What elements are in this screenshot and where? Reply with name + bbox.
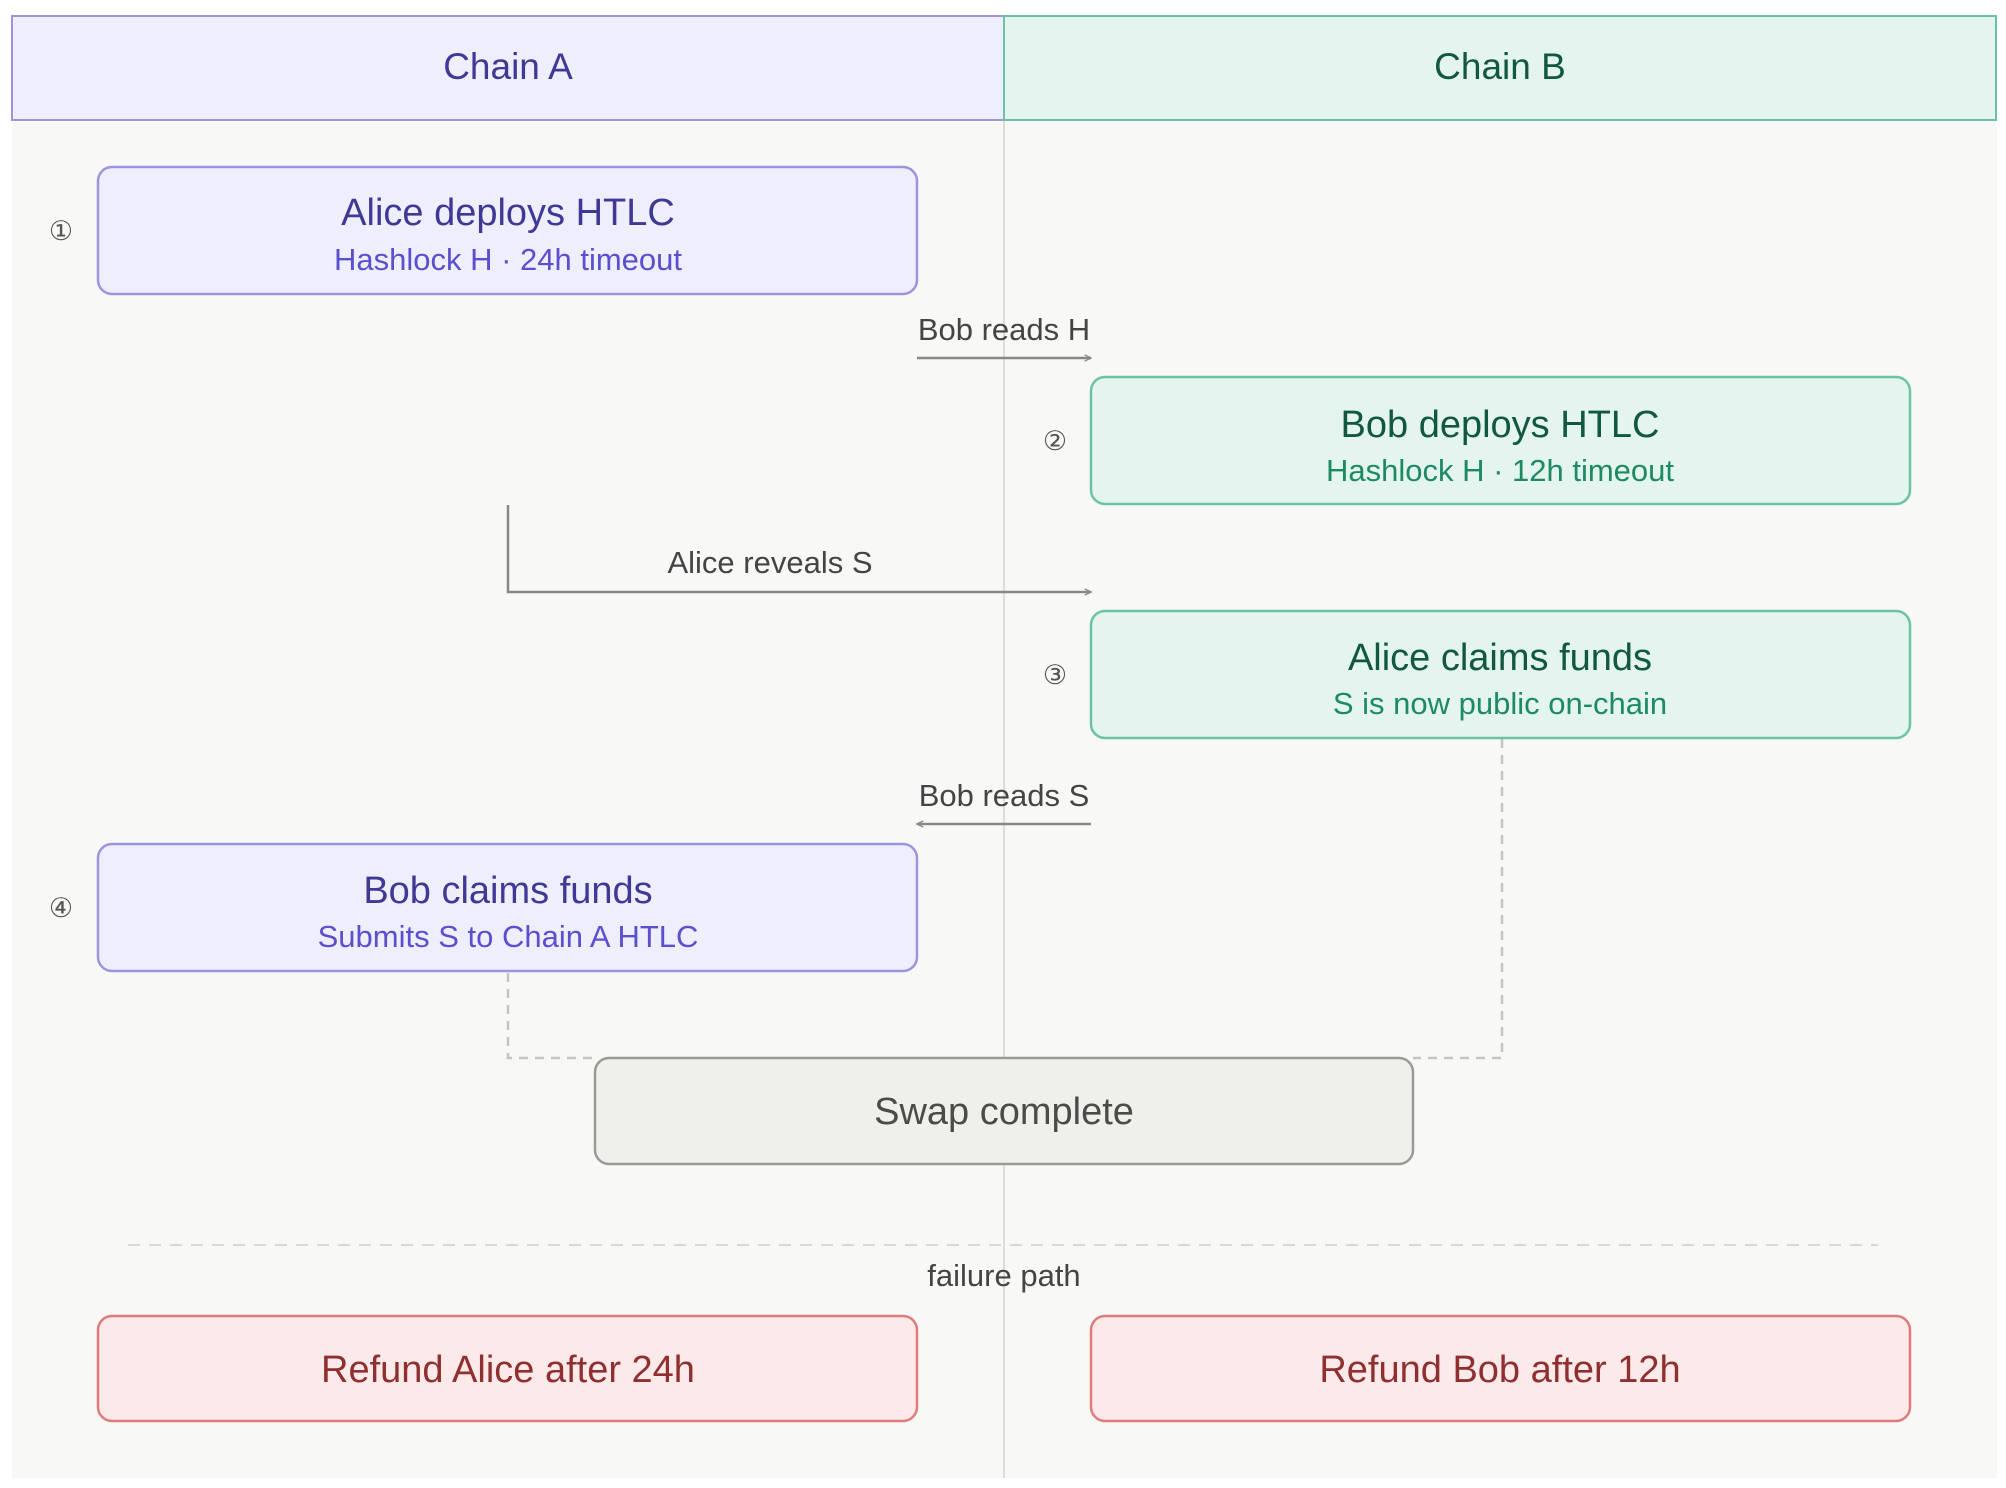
lane-title-chain-b: Chain B xyxy=(1434,46,1566,87)
refund-alice-label: Refund Alice after 24h xyxy=(321,1349,695,1391)
lane-header-chain-a: Chain A xyxy=(11,15,1005,121)
refund-alice-box: Refund Alice after 24h xyxy=(96,1314,919,1423)
step-number-1: ① xyxy=(49,216,73,246)
message-arrow xyxy=(506,505,1091,592)
convergence-line-chain-a xyxy=(506,973,595,1060)
step-bob-deploys-htlc: ② Bob deploys HTLC Hashlock H · 12h time… xyxy=(1043,375,1912,506)
lane-header-chain-b: Chain B xyxy=(1003,15,1997,121)
step-title: Alice deploys HTLC xyxy=(341,192,675,234)
message-label: Bob reads S xyxy=(919,778,1090,813)
refund-bob-label: Refund Bob after 12h xyxy=(1319,1349,1680,1391)
step-number-2: ② xyxy=(1043,426,1067,456)
swap-complete-label: Swap complete xyxy=(874,1091,1134,1133)
lane-title-chain-a: Chain A xyxy=(443,46,573,87)
step-subtitle: S is now public on-chain xyxy=(1333,686,1667,721)
step-title: Bob claims funds xyxy=(363,870,652,912)
step-alice-deploys-htlc: ① Alice deploys HTLC Hashlock H · 24h ti… xyxy=(49,165,919,296)
swap-complete-box: Swap complete xyxy=(593,1056,1415,1166)
message-label: Alice reveals S xyxy=(667,545,872,580)
message-label: Bob reads H xyxy=(918,312,1090,347)
step-number-4: ④ xyxy=(49,893,73,923)
step-subtitle: Hashlock H · 12h timeout xyxy=(1326,453,1674,488)
step-subtitle: Hashlock H · 24h timeout xyxy=(334,242,682,277)
message-alice-reveals-s: Alice reveals S xyxy=(506,505,1091,592)
step-alice-claims-funds: ③ Alice claims funds S is now public on-… xyxy=(1043,609,1912,740)
step-title: Alice claims funds xyxy=(1348,637,1652,679)
step-number-3: ③ xyxy=(1043,660,1067,690)
step-title: Bob deploys HTLC xyxy=(1341,404,1660,446)
step-bob-claims-funds: ④ Bob claims funds Submits S to Chain A … xyxy=(49,842,919,973)
message-bob-reads-s: Bob reads S xyxy=(917,778,1091,824)
refund-bob-box: Refund Bob after 12h xyxy=(1089,1314,1912,1423)
failure-path-label: failure path xyxy=(927,1258,1080,1293)
message-bob-reads-h: Bob reads H xyxy=(917,312,1091,358)
step-subtitle: Submits S to Chain A HTLC xyxy=(318,919,699,954)
